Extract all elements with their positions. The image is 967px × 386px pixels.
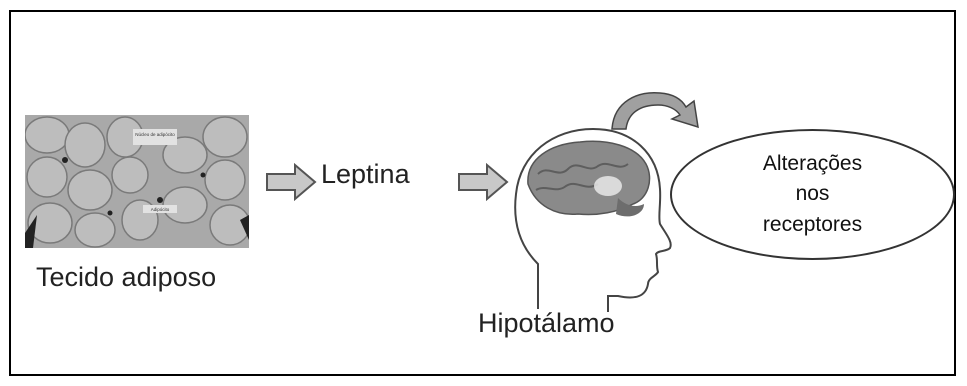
result-line-1: Alterações [763, 149, 862, 179]
brain-icon [528, 141, 650, 216]
result-ellipse: Alterações nos receptores [670, 129, 955, 260]
result-line-2: nos [763, 179, 862, 209]
block-arrow-icon [457, 163, 509, 201]
result-line-3: receptores [763, 210, 862, 240]
tissue-adipocyte-label: Adipócito [151, 207, 170, 212]
block-arrow-icon [265, 163, 317, 201]
tissue-nucleus-label: Núcleo de adipócito [135, 132, 175, 137]
adipose-tissue-image: Núcleo de adipócito Adipócito [25, 115, 249, 248]
curved-arrow-icon [608, 87, 706, 132]
tissue-label: Tecido adiposo [36, 262, 216, 293]
result-text: Alterações nos receptores [763, 149, 862, 240]
leptina-label: Leptina [321, 159, 410, 190]
hypothalamus-label: Hipotálamo [478, 308, 615, 339]
head-silhouette-icon [508, 124, 678, 314]
